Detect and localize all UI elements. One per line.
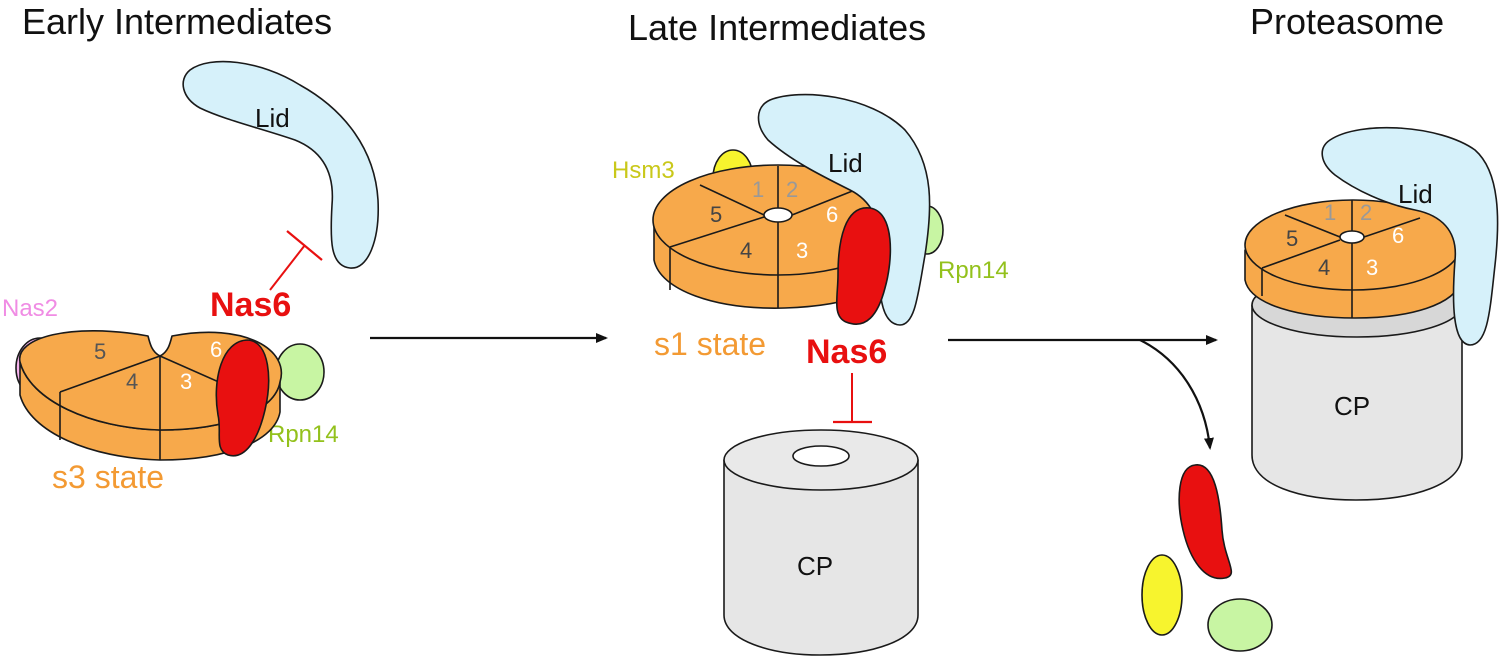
subunit-3-proteasome: 3	[1366, 255, 1378, 280]
cp-late-pore	[792, 445, 850, 467]
lid-proteasome-label: Lid	[1398, 179, 1433, 209]
subunit-2-proteasome: 2	[1360, 200, 1372, 225]
ring-proteasome-segment-lines	[1261, 200, 1421, 318]
cp-late-label: CP	[797, 551, 833, 581]
nas6-released	[1178, 464, 1233, 580]
cp-late-body	[723, 459, 919, 656]
early-intermediates-panel: Lid Nas2 Rpn14 5 4 3 6 Nas6 s3 state	[2, 60, 379, 495]
nas6-early	[215, 339, 270, 457]
lid-proteasome	[1321, 126, 1499, 346]
late-intermediates-panel: Hsm3 Rpn14 1 2 5 6 4 3 Lid Nas6 s1 state	[612, 93, 1009, 656]
subunit-6-early: 6	[210, 337, 222, 362]
released-chaperones	[1141, 464, 1273, 652]
title-early-intermediates: Early Intermediates	[22, 1, 332, 42]
lid-early-label: Lid	[255, 103, 290, 133]
lid-late-label: Lid	[828, 148, 863, 178]
rpn14-late-label: Rpn14	[938, 257, 1009, 284]
cp-proteasome-body	[1251, 304, 1463, 501]
subunit-3-early: 3	[180, 369, 192, 394]
subunit-1-proteasome: 1	[1324, 200, 1336, 225]
subunit-1-late: 1	[752, 177, 764, 202]
title-proteasome: Proteasome	[1250, 1, 1444, 42]
subunit-5-proteasome: 5	[1286, 226, 1298, 251]
subunit-6-proteasome: 6	[1392, 223, 1404, 248]
nas2-label: Nas2	[2, 295, 58, 322]
ring-late-segment-lines	[669, 166, 861, 308]
subunit-5-early: 5	[94, 339, 106, 364]
title-late-intermediates: Late Intermediates	[628, 7, 926, 48]
nas6-late	[835, 207, 892, 325]
lid-early	[182, 60, 379, 269]
subunit-2-late: 2	[786, 177, 798, 202]
nas6-late-label: Nas6	[806, 333, 887, 371]
inhibition-line-lid	[269, 244, 306, 291]
hsm3-released	[1141, 554, 1183, 636]
subunit-4-early: 4	[126, 369, 138, 394]
s3-state-label: s3 state	[52, 459, 164, 495]
ring-late-pore	[763, 207, 793, 223]
subunit-3-late: 3	[796, 238, 808, 263]
arrow-chaperone-release	[1139, 339, 1214, 450]
rpn14-early-label: Rpn14	[268, 421, 339, 448]
subunit-5-late: 5	[710, 202, 722, 227]
proteasome-panel: CP 1 2 5 6 4 3 Lid	[1244, 126, 1499, 501]
subunit-4-late: 4	[740, 238, 752, 263]
subunit-4-proteasome: 4	[1318, 255, 1330, 280]
s1-state-label: s1 state	[654, 326, 766, 362]
nas6-early-label: Nas6	[210, 286, 291, 324]
subunit-6-late: 6	[826, 202, 838, 227]
rpn14-released	[1207, 598, 1273, 652]
inhibition-bar-lid	[286, 230, 323, 261]
hsm3-label: Hsm3	[612, 157, 675, 184]
rpn14-early	[275, 343, 325, 401]
cp-proteasome-label: CP	[1334, 391, 1370, 421]
ring-proteasome-pore	[1339, 230, 1365, 244]
